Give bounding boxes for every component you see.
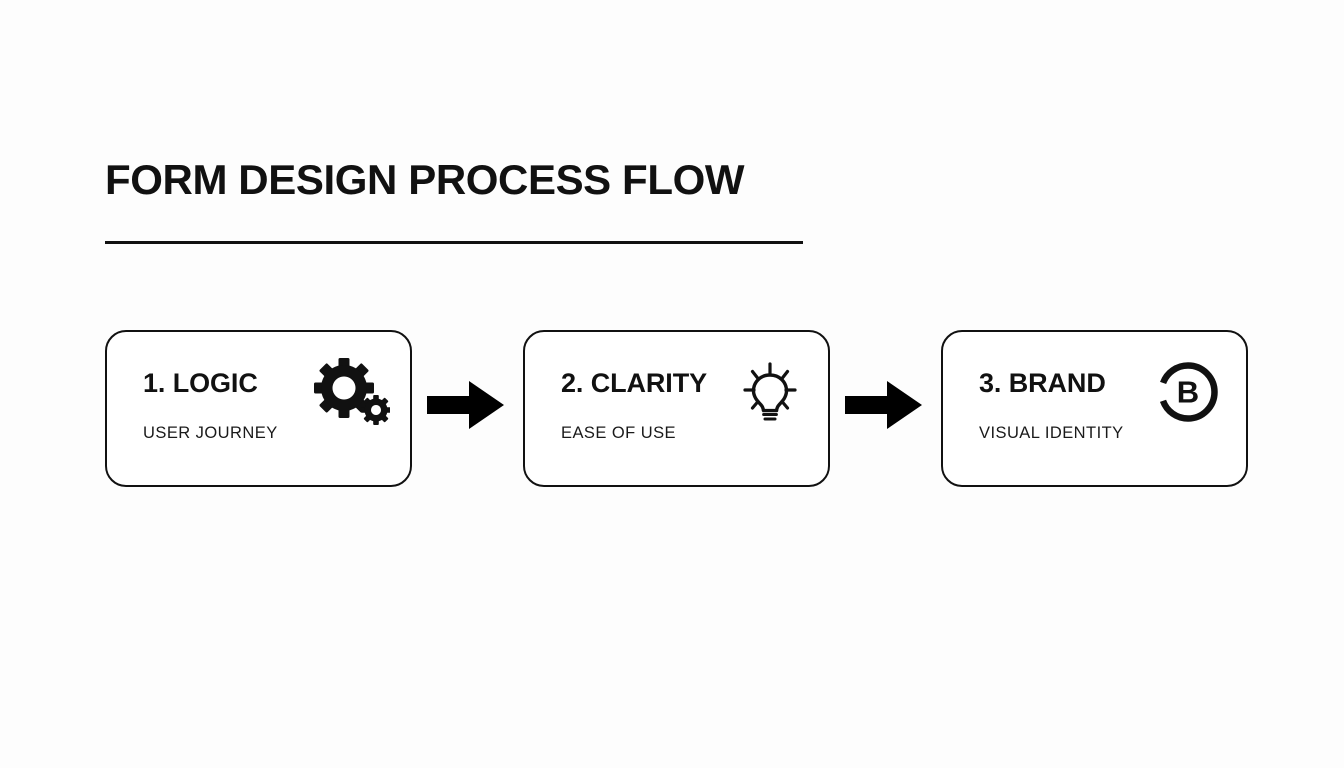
lightbulb-icon [732, 358, 808, 428]
title-divider [105, 241, 803, 244]
flow-step-card-3[interactable]: 3. BRAND VISUAL IDENTITY B [941, 330, 1248, 487]
step-heading: 1. LOGIC [143, 368, 258, 398]
arrow-right-icon [845, 380, 923, 430]
flow-step-card-1[interactable]: 1. LOGIC USER JOURNEY [105, 330, 412, 487]
page-title: FORM DESIGN PROCESS FLOW [105, 156, 745, 203]
flow-step-card-2[interactable]: 2. CLARITY EASE OF USE [523, 330, 830, 487]
header: FORM DESIGN PROCESS FLOW [105, 155, 1005, 205]
step-subtitle: EASE OF USE [561, 424, 676, 442]
step-subtitle: VISUAL IDENTITY [979, 424, 1124, 442]
arrow-right-icon [427, 380, 505, 430]
step-subtitle: USER JOURNEY [143, 424, 278, 442]
step-heading: 3. BRAND [979, 368, 1106, 398]
brand-badge-b-icon: B [1150, 358, 1226, 428]
step-heading: 2. CLARITY [561, 368, 708, 398]
svg-text:B: B [1177, 375, 1199, 410]
process-flow: 1. LOGIC USER JOURNEY [105, 330, 1248, 488]
gears-icon [314, 358, 390, 428]
